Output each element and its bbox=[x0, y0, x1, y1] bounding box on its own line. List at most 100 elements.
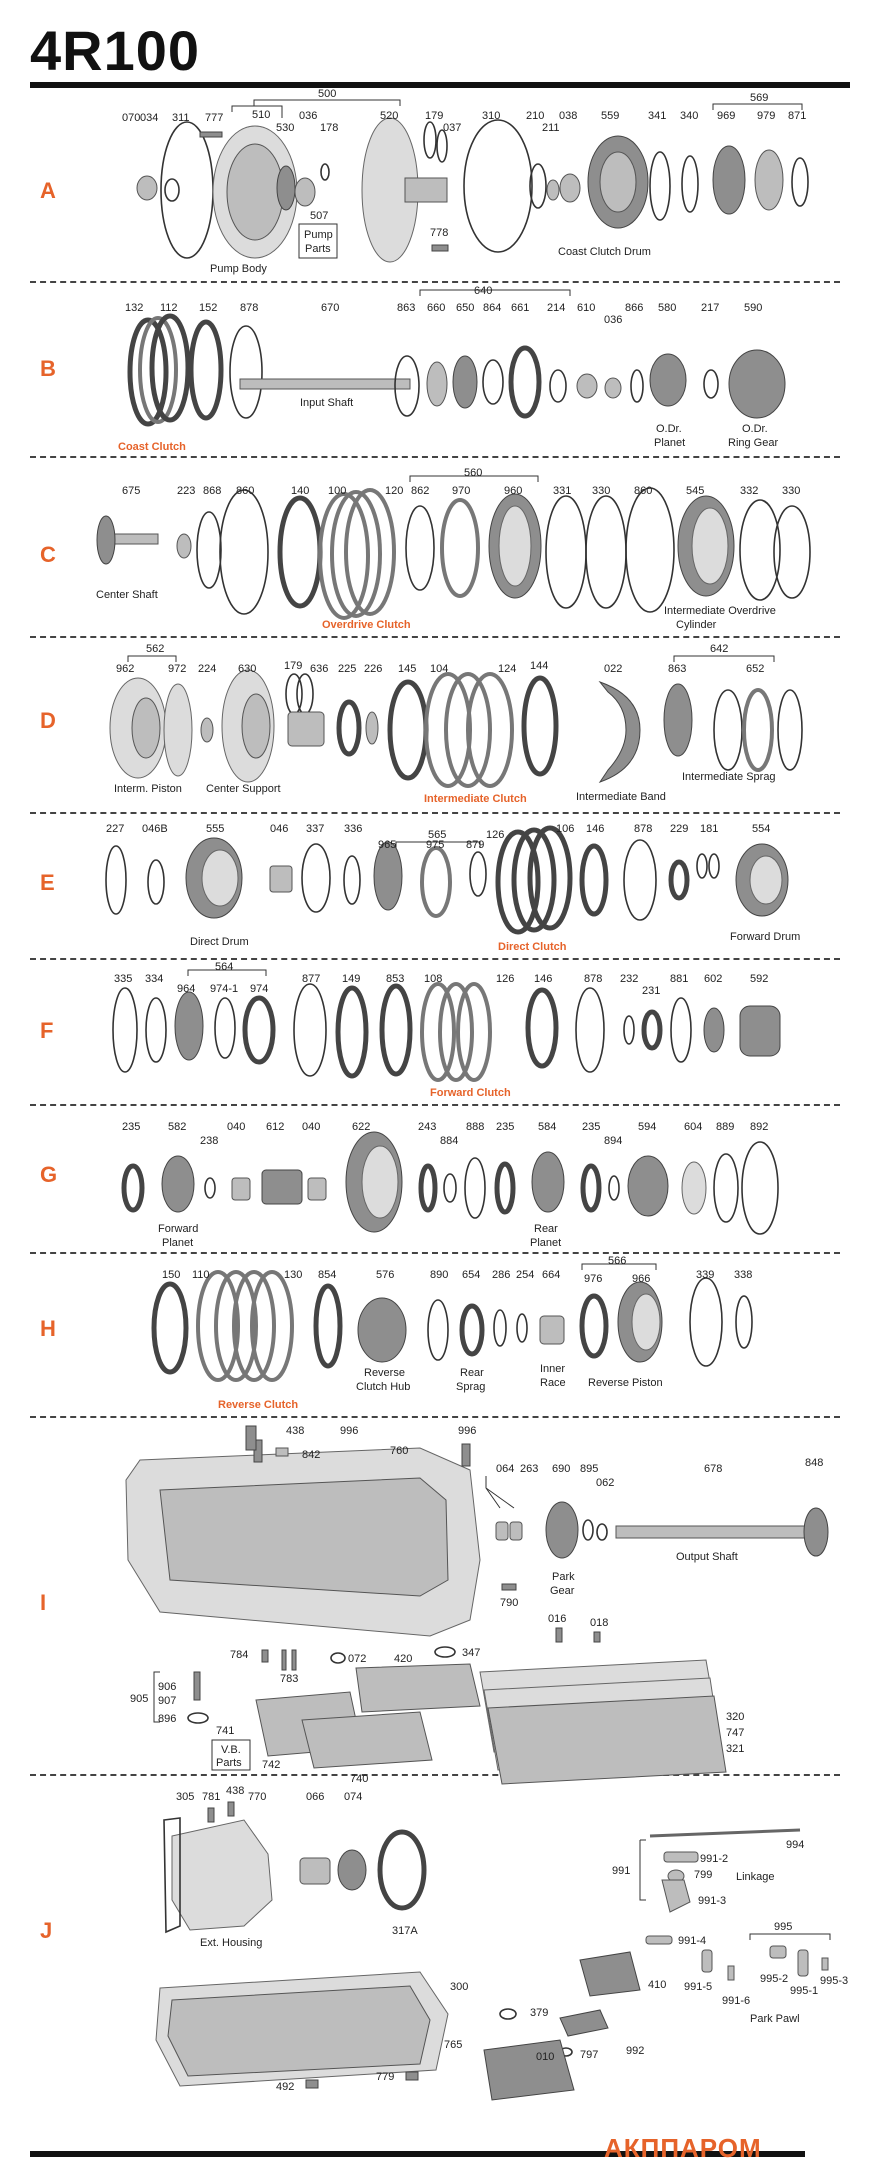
part-962-inner bbox=[131, 697, 161, 759]
pn-074: 074 bbox=[344, 1791, 362, 1803]
pn-126: 126 bbox=[496, 973, 514, 985]
part-636-sleeve bbox=[287, 711, 325, 747]
part-740-valve-body bbox=[301, 1711, 433, 1769]
pn-878: 878 bbox=[634, 823, 652, 835]
section-e-parts: 227 046B 555 046 337 336 565 965 975 879… bbox=[105, 823, 800, 953]
part-108-plate-b bbox=[438, 982, 474, 1082]
bracket-569 bbox=[712, 103, 803, 110]
vb-parts-box bbox=[211, 1739, 251, 1771]
pn-742: 742 bbox=[262, 1759, 280, 1771]
part-332-ring bbox=[739, 499, 781, 601]
pn-112: 112 bbox=[160, 302, 178, 314]
pn-070: 070 bbox=[122, 112, 140, 124]
part-150-plate bbox=[151, 1281, 189, 1375]
part-559-inner bbox=[599, 151, 637, 213]
part-110-plate-a bbox=[196, 1270, 240, 1382]
bracket-566 bbox=[581, 1263, 657, 1270]
part-145-plate bbox=[387, 679, 429, 781]
part-894-ring bbox=[608, 1175, 620, 1201]
part-592-hub bbox=[739, 1005, 781, 1057]
pn-888: 888 bbox=[466, 1121, 484, 1133]
pn-642: 642 bbox=[710, 643, 728, 655]
part-622-inner bbox=[361, 1145, 399, 1219]
part-530-gear bbox=[276, 165, 296, 211]
pn-263: 263 bbox=[520, 1463, 538, 1475]
pn-675: 675 bbox=[122, 485, 140, 497]
pn-868: 868 bbox=[203, 485, 221, 497]
part-126-plate-f bbox=[456, 982, 492, 1082]
part-126-plate-b bbox=[511, 827, 557, 933]
pn-894: 894 bbox=[604, 1135, 622, 1147]
pn-848: 848 bbox=[805, 1457, 823, 1469]
pn-964: 964 bbox=[177, 983, 195, 995]
pn-211: 211 bbox=[542, 122, 560, 134]
pn-335: 335 bbox=[114, 973, 132, 985]
caption-rear: Rear bbox=[534, 1223, 558, 1235]
part-226-washer bbox=[365, 711, 379, 745]
caption-cylinder: Cylinder bbox=[676, 619, 717, 631]
caption-race: Race bbox=[540, 1377, 566, 1389]
part-124-plate bbox=[466, 672, 514, 788]
part-330-ring-b bbox=[773, 505, 811, 599]
part-181-ring-b bbox=[708, 853, 720, 879]
part-438-vent-j bbox=[227, 1801, 235, 1817]
part-310-gasket bbox=[463, 119, 533, 253]
part-321-gasket bbox=[487, 1695, 727, 1785]
caption-intermediate-band: Intermediate Band bbox=[576, 791, 666, 803]
pn-338: 338 bbox=[734, 1269, 752, 1281]
part-871-ring bbox=[791, 157, 809, 207]
bottom-rule bbox=[30, 2151, 805, 2157]
section-d-parts: 562 962 972 224 630 179 636 225 226 145 … bbox=[109, 643, 803, 805]
part-630-hub bbox=[241, 693, 271, 759]
pn-152: 152 bbox=[199, 302, 217, 314]
pn-016: 016 bbox=[548, 1613, 566, 1625]
pn-797: 797 bbox=[580, 2049, 598, 2061]
caption-coast-clutch-drum: Coast Clutch Drum bbox=[558, 246, 651, 258]
part-965-bearing bbox=[373, 841, 403, 911]
part-254-ring bbox=[516, 1313, 528, 1343]
pn-336: 336 bbox=[344, 823, 362, 835]
pn-310: 310 bbox=[482, 110, 500, 122]
part-864-ring bbox=[482, 359, 504, 405]
pn-334: 334 bbox=[145, 973, 163, 985]
pn-227: 227 bbox=[106, 823, 124, 835]
part-890-ring bbox=[427, 1299, 449, 1361]
pn-612: 612 bbox=[266, 1121, 284, 1133]
part-690-park-gear bbox=[545, 1501, 579, 1559]
part-338-ring bbox=[735, 1295, 753, 1349]
part-149-plate bbox=[335, 985, 369, 1079]
part-970-bearing bbox=[440, 498, 480, 598]
part-pump-body-inner bbox=[226, 143, 284, 241]
pn-438: 438 bbox=[226, 1785, 244, 1797]
pn-996-b: 996 bbox=[458, 1425, 476, 1437]
part-130-plate-b bbox=[250, 1270, 294, 1382]
part-140-plate bbox=[277, 495, 323, 609]
pn-564: 564 bbox=[215, 961, 233, 973]
caption-planet: Planet bbox=[654, 437, 685, 449]
caption-odr-2: O.Dr. bbox=[742, 423, 768, 435]
part-866-ring bbox=[630, 369, 644, 403]
pn-576: 576 bbox=[376, 1269, 394, 1281]
part-286-ring bbox=[493, 1309, 507, 1347]
pn-235-b: 235 bbox=[496, 1121, 514, 1133]
pn-317a: 317A bbox=[392, 1925, 418, 1937]
section-letter-h: H bbox=[40, 1316, 56, 1341]
pn-760: 760 bbox=[390, 1445, 408, 1457]
pn-991-6: 991-6 bbox=[722, 1995, 750, 2007]
pn-636: 636 bbox=[310, 663, 328, 675]
pn-140: 140 bbox=[291, 485, 309, 497]
pn-866: 866 bbox=[625, 302, 643, 314]
pn-150: 150 bbox=[162, 1269, 180, 1281]
part-777-bolt bbox=[199, 131, 223, 138]
pn-226: 226 bbox=[364, 663, 382, 675]
caption-center-shaft: Center Shaft bbox=[96, 589, 158, 601]
pn-555: 555 bbox=[206, 823, 224, 835]
pn-991-3: 991-3 bbox=[698, 1895, 726, 1907]
pn-235: 235 bbox=[122, 1121, 140, 1133]
part-110-plate-b bbox=[214, 1270, 258, 1382]
part-863-ring-d bbox=[663, 683, 693, 757]
pn-108: 108 bbox=[424, 973, 442, 985]
part-074-seal bbox=[337, 1849, 367, 1891]
part-224-ring bbox=[200, 717, 214, 743]
